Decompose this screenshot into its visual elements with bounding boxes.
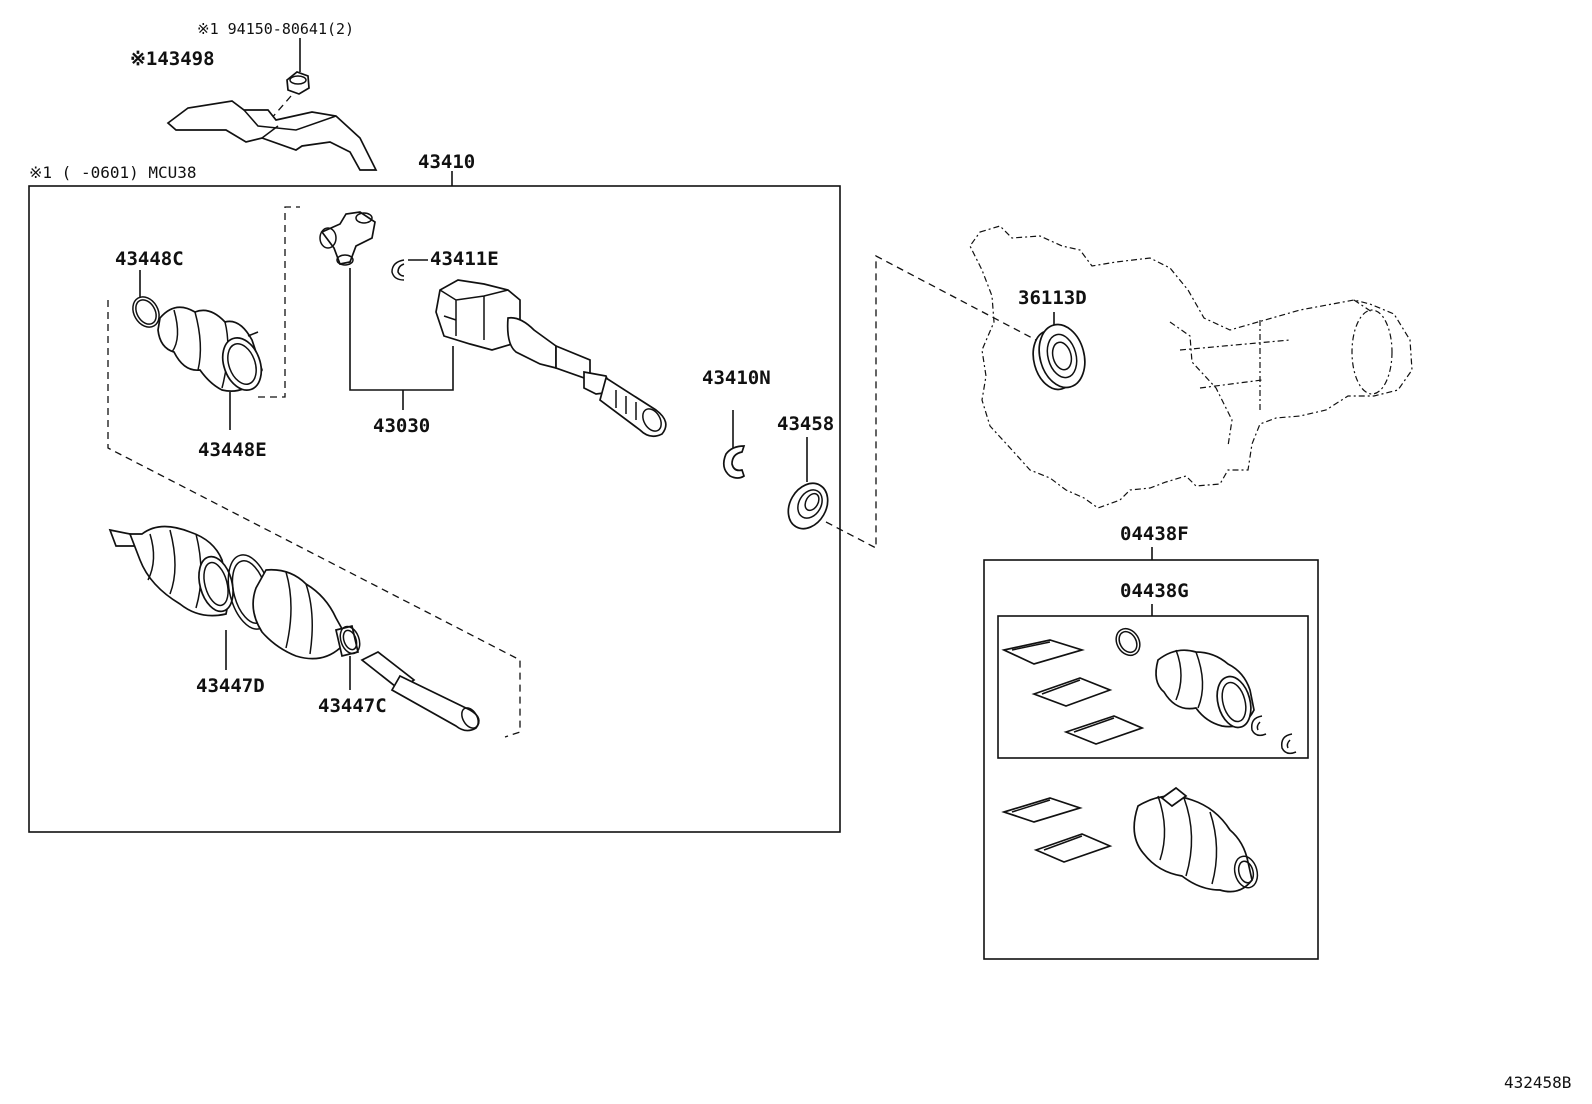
label-43410[interactable]: 43410	[418, 151, 475, 173]
transmission-case-icon	[969, 225, 1413, 509]
label-43447C[interactable]: 43447C	[318, 695, 387, 717]
label-36113D[interactable]: 36113D	[1018, 287, 1087, 309]
label-43411E[interactable]: 43411E	[430, 248, 499, 270]
label-43448C[interactable]: 43448C	[115, 248, 184, 270]
kit-outer-boot-icon	[1133, 786, 1259, 893]
inner-joint-housing-icon	[435, 279, 667, 438]
label-04438F[interactable]: 04438F	[1120, 523, 1189, 545]
label-43448E[interactable]: 43448E	[198, 439, 267, 461]
outer-joint-shaft-icon	[108, 525, 480, 732]
label-cover[interactable]: ※143498	[130, 48, 215, 70]
snap-ring-inner-icon	[391, 259, 405, 281]
snap-ring-outer-icon	[722, 445, 746, 479]
reference-number: 432458B	[1504, 1073, 1571, 1092]
kit-inner-boot-icon	[1155, 649, 1255, 729]
inner-boot-clamp-small-icon	[132, 296, 160, 328]
boot-kit-inner-frame	[997, 615, 1309, 759]
label-bolt-note[interactable]: ※1 94150-80641(2)	[197, 20, 354, 38]
shield-cover-icon	[166, 100, 378, 171]
note-header: ※1 ( -0601) MCU38	[29, 163, 197, 182]
inner-boot-icon	[157, 306, 263, 392]
grease-packet-icon	[1001, 639, 1145, 745]
main-assembly-frame	[28, 185, 841, 833]
oil-seal-icon	[1032, 323, 1086, 391]
label-43458[interactable]: 43458	[777, 413, 834, 435]
kit-snap-ring-icon	[1250, 715, 1297, 755]
label-43447D[interactable]: 43447D	[196, 675, 265, 697]
label-43030[interactable]: 43030	[373, 415, 430, 437]
label-04438G[interactable]: 04438G	[1120, 580, 1189, 602]
kit-clamp-small-icon	[1115, 627, 1141, 657]
tripod-icon	[319, 211, 376, 266]
dust-seal-icon	[787, 482, 829, 530]
bolt-nut-icon	[286, 71, 310, 95]
boot-kit-frame	[983, 559, 1319, 960]
kit-grease-packet-lower-icon	[1001, 797, 1113, 863]
label-43410N[interactable]: 43410N	[702, 367, 771, 389]
